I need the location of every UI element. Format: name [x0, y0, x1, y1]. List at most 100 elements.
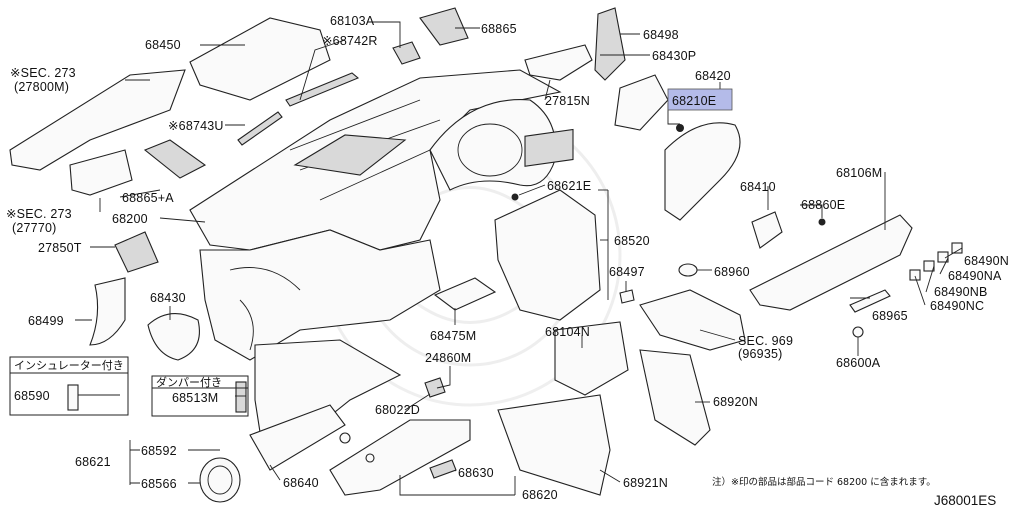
part-68490N[interactable] — [951, 242, 963, 254]
part-68490NA[interactable] — [937, 251, 949, 263]
part-sec273-duct[interactable] — [9, 69, 186, 171]
part-sec969-console[interactable] — [639, 289, 746, 351]
part-sec273b-duct[interactable] — [69, 149, 133, 196]
part-68920N[interactable] — [639, 349, 711, 446]
label-sec273a[interactable]: ※SEC. 273 — [10, 66, 76, 80]
label-68420[interactable]: 68420 — [695, 69, 731, 83]
label-insulator-title: インシュレーター付き — [14, 359, 124, 372]
label-68022D[interactable]: 68022D — [375, 403, 420, 417]
part-labels: 68450 68103A ※68742R 68865 68498 68430P … — [6, 14, 1009, 508]
label-68210E[interactable]: 68210E — [672, 94, 716, 108]
part-68965[interactable] — [849, 289, 891, 313]
footnote: 注）※印の部品は部品コード 68200 に含まれます。 — [712, 476, 936, 488]
part-68520-bezel[interactable] — [494, 189, 601, 321]
label-68450[interactable]: 68450 — [145, 38, 181, 52]
part-68450-lid[interactable] — [189, 17, 331, 101]
part-68420[interactable] — [664, 122, 741, 221]
part-68106M[interactable] — [749, 214, 913, 311]
part-68103A[interactable] — [392, 41, 421, 65]
label-68621[interactable]: 68621 — [75, 455, 111, 469]
part-27850T[interactable] — [114, 231, 159, 273]
label-68600A[interactable]: 68600A — [836, 356, 881, 370]
part-68742R[interactable] — [285, 72, 360, 107]
diagram-code: J68001ES — [934, 493, 996, 508]
part-68600A[interactable] — [852, 326, 864, 338]
label-24860M[interactable]: 24860M — [425, 351, 471, 365]
label-68566[interactable]: 68566 — [141, 477, 177, 491]
label-68620[interactable]: 68620 — [522, 488, 558, 502]
part-68620[interactable] — [329, 419, 471, 496]
part-screw — [365, 453, 375, 463]
label-68490NC[interactable]: 68490NC — [930, 299, 984, 313]
label-68920N[interactable]: 68920N — [713, 395, 758, 409]
part-68497[interactable] — [619, 289, 635, 304]
label-27850T[interactable]: 27850T — [38, 241, 82, 255]
part-lower-panel — [199, 229, 441, 361]
label-68430P[interactable]: 68430P — [652, 49, 696, 63]
part-68630[interactable] — [429, 459, 457, 479]
part-68513M[interactable] — [235, 381, 247, 413]
label-sec969[interactable]: SEC. 969 — [738, 334, 793, 348]
label-sec273b[interactable]: ※SEC. 273 — [6, 207, 72, 221]
damper-box — [151, 375, 249, 417]
part-68960[interactable] — [678, 263, 698, 277]
label-68590[interactable]: 68590 — [14, 389, 50, 403]
label-68742R[interactable]: ※68742R — [322, 34, 378, 48]
part-68104N[interactable] — [554, 321, 629, 396]
highlight-box-68210E — [667, 88, 733, 111]
label-68498[interactable]: 68498 — [643, 28, 679, 42]
label-68960[interactable]: 68960 — [714, 265, 750, 279]
label-68640[interactable]: 68640 — [283, 476, 319, 490]
leader-lines — [75, 21, 963, 496]
label-68865A[interactable]: 68865+A — [122, 191, 174, 205]
label-sec273a-sub: (27800M) — [14, 80, 69, 94]
part-68499[interactable] — [89, 277, 126, 346]
part-68621E[interactable] — [511, 193, 519, 201]
label-68743U[interactable]: ※68743U — [168, 119, 224, 133]
label-68104N[interactable]: 68104N — [545, 325, 590, 339]
label-68965[interactable]: 68965 — [872, 309, 908, 323]
label-68490NB[interactable]: 68490NB — [934, 285, 988, 299]
label-68630[interactable]: 68630 — [458, 466, 494, 480]
label-68200[interactable]: 68200 — [112, 212, 148, 226]
part-center-recess — [293, 134, 407, 176]
label-68520[interactable]: 68520 — [614, 234, 650, 248]
part-68640[interactable] — [249, 404, 346, 471]
label-68621E[interactable]: 68621E — [547, 179, 591, 193]
part-68590[interactable] — [67, 384, 79, 411]
label-68860E[interactable]: 68860E — [801, 198, 845, 212]
part-68022D[interactable] — [424, 377, 446, 398]
label-68410[interactable]: 68410 — [740, 180, 776, 194]
label-68865[interactable]: 68865 — [481, 22, 517, 36]
label-68513M[interactable]: 68513M — [172, 391, 218, 405]
part-68475M[interactable] — [433, 277, 497, 311]
label-27815N[interactable]: 27815N — [545, 94, 590, 108]
part-68430[interactable] — [147, 313, 200, 361]
label-sec969-sub: (96935) — [738, 347, 783, 361]
label-sec273b-sub: (27770) — [12, 221, 57, 235]
part-27815N[interactable] — [524, 44, 593, 81]
part-68498[interactable] — [594, 7, 626, 81]
label-68592[interactable]: 68592 — [141, 444, 177, 458]
label-68430[interactable]: 68430 — [150, 291, 186, 305]
label-68475M[interactable]: 68475M — [430, 329, 476, 343]
label-68490N[interactable]: 68490N — [964, 254, 1009, 268]
part-68865A[interactable] — [143, 139, 207, 179]
label-68490NA[interactable]: 68490NA — [948, 269, 1002, 283]
label-68103A[interactable]: 68103A — [330, 14, 375, 28]
part-68860E[interactable] — [818, 218, 826, 226]
part-68210E[interactable] — [676, 124, 684, 132]
label-68497[interactable]: 68497 — [609, 265, 645, 279]
label-68106M[interactable]: 68106M — [836, 166, 882, 180]
part-68490NC[interactable] — [909, 269, 921, 281]
part-68865-vent[interactable] — [419, 7, 469, 46]
part-68430P[interactable] — [614, 74, 669, 131]
part-24860M-clip — [339, 432, 351, 444]
part-68566[interactable] — [199, 457, 241, 503]
part-68410[interactable] — [751, 211, 783, 249]
label-68921N[interactable]: 68921N — [623, 476, 668, 490]
label-68499[interactable]: 68499 — [28, 314, 64, 328]
part-68743U[interactable] — [237, 111, 283, 146]
